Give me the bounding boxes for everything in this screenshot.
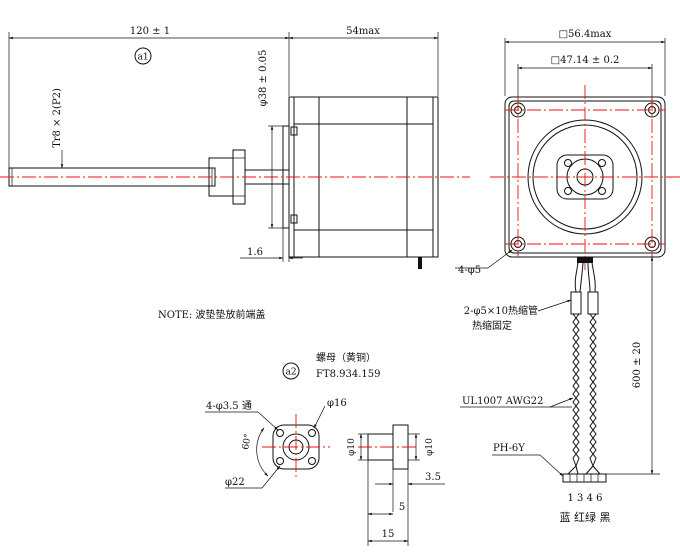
pin-numbers: 1 3 4 6	[568, 493, 603, 504]
front-view: □56.4max □47.14 ± 0.2	[455, 29, 680, 524]
nut-bore-left-label: φ10	[347, 438, 357, 456]
motor-length-label: 54max	[346, 26, 380, 37]
nut-part-number: FT8.934.159	[316, 369, 381, 380]
mount-holes-label: 4-φ5	[458, 265, 481, 276]
nut-flange-thickness-label: 3.5	[425, 472, 441, 483]
heat-shrink-note-1: 2-φ5×10热缩管	[464, 304, 538, 317]
thread-spec-label: Tr8 × 2(P2)	[52, 88, 63, 148]
nut-total-length-label: 15	[382, 529, 395, 540]
heat-shrink-note-2: 热缩固定	[472, 319, 512, 332]
nut-bore-right-label: φ10	[425, 438, 435, 456]
heat-shrink-left	[570, 291, 582, 315]
hole-spacing-label: □47.14 ± 0.2	[551, 55, 620, 66]
view-callout-a1-label: a1	[137, 53, 148, 63]
side-view: 120 ± 1 54max a1	[0, 26, 470, 269]
nut-flange-width-label: φ16	[327, 398, 347, 409]
shaft-length-label: 120 ± 1	[130, 26, 170, 37]
view-callout-a1	[134, 47, 152, 65]
view-callout-a2	[282, 362, 300, 380]
flange-offset-label: 1.6	[247, 247, 263, 258]
connector-label: PH-6Y	[493, 443, 525, 454]
heat-shrink-right	[587, 291, 599, 315]
nut-outer-diameter-label: φ22	[225, 477, 245, 488]
cable-exit	[418, 257, 422, 269]
washer-note: NOTE: 波垫垫放前端盖	[158, 308, 265, 321]
pilot-diameter-label: φ38 ± 0.05	[258, 50, 269, 107]
wire-spec-label: UL1007 AWG22	[462, 396, 544, 407]
wire-colors: 蓝 红绿 黑	[560, 510, 611, 524]
nut-angle-label: 60°	[241, 433, 254, 450]
nut-detail: a2 螺母（黄铜） FT8.934.159 60° 4-φ3.5 通 φ16 φ…	[205, 351, 445, 546]
ph6y-connector	[562, 473, 607, 483]
nut-neck-length-label: 5	[399, 502, 405, 513]
nut-title: 螺母（黄铜）	[316, 351, 376, 364]
cable-length-label: 600 ± 20	[632, 342, 643, 389]
motor-cable	[562, 257, 607, 483]
view-callout-a2-label: a2	[285, 368, 296, 378]
nut-holes-label: 4-φ3.5 通	[206, 400, 252, 412]
frame-size-label: □56.4max	[559, 29, 612, 40]
